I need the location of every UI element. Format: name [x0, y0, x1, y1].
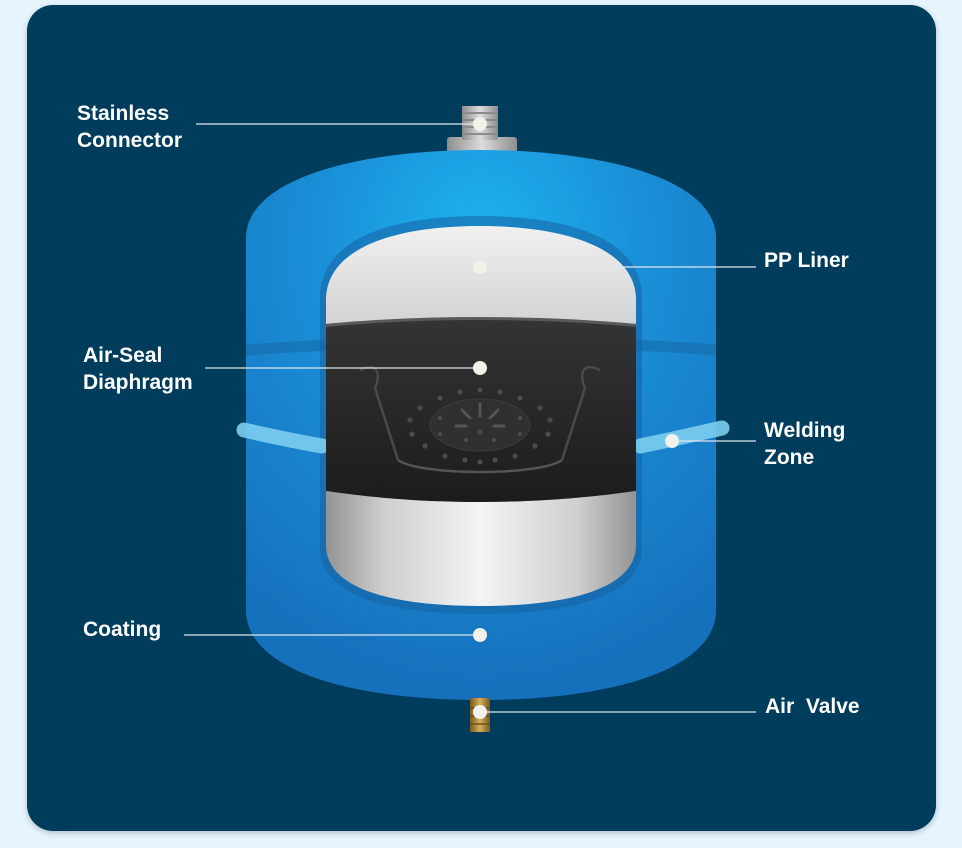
label-air-seal-diaphragm: Air-Seal Diaphragm	[83, 342, 193, 396]
stainless-connector	[447, 106, 517, 157]
label-pp-liner: PP Liner	[764, 249, 849, 272]
callout-dot-air-seal-diaphragm	[473, 361, 487, 375]
welding-zone	[236, 422, 330, 454]
callout-dot-air-valve	[473, 705, 487, 719]
label-air-seal-diaphragm-line2: Diaphragm	[83, 371, 193, 394]
callout-dot-pp-liner	[473, 260, 487, 274]
label-stainless-connector: Stainless Connector	[77, 100, 182, 154]
label-air-valve: Air Valve	[765, 695, 860, 718]
label-welding-zone-line2: Zone	[764, 446, 815, 469]
label-welding-zone-line1: Welding	[764, 419, 846, 442]
label-welding-zone: Welding Zone	[764, 417, 845, 471]
label-air-seal-diaphragm-line1: Air-Seal	[83, 344, 163, 367]
label-stainless-connector-line2: Connector	[77, 129, 182, 152]
callout-dot-coating	[473, 628, 487, 642]
callout-dot-stainless-connector	[473, 117, 487, 131]
callout-dot-welding-zone	[665, 434, 679, 448]
label-stainless-connector-line1: Stainless	[77, 102, 170, 125]
diaphragm-ribs	[407, 387, 553, 465]
label-coating: Coating	[83, 618, 162, 641]
